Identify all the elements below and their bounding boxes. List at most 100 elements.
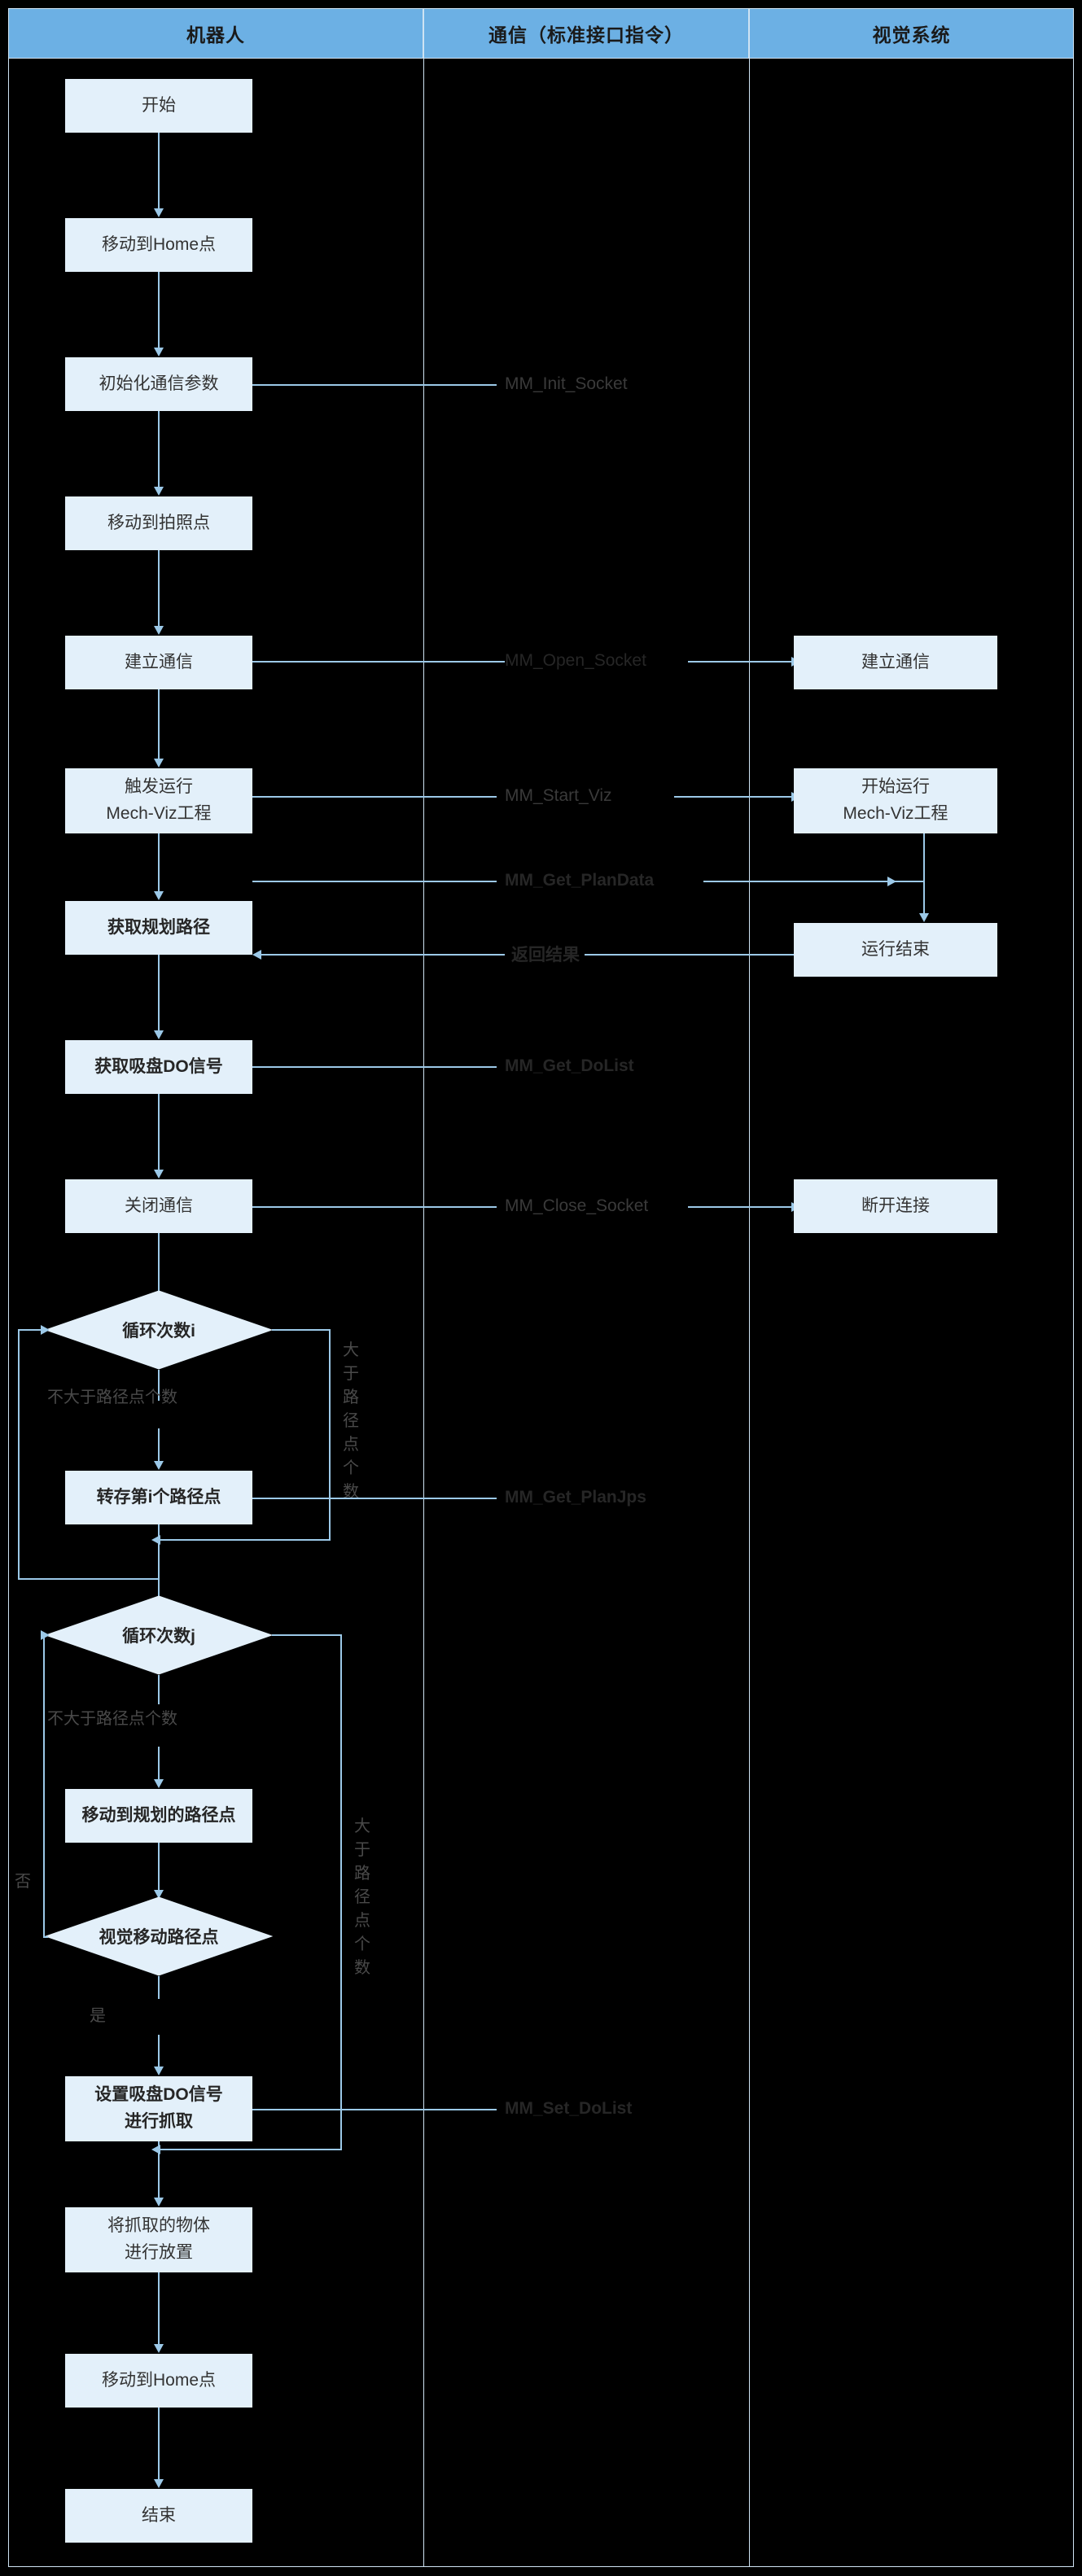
edge-loopj-false-b (158, 1747, 160, 1781)
node-vision-disconnect-label: 断开连接 (861, 1196, 930, 1215)
node-vision-run-done-label: 运行结束 (861, 939, 930, 959)
edge-init-to-photo (158, 411, 160, 488)
command-label-get-planjps: MM_Get_PlanJps (505, 1488, 646, 1507)
arrowhead-right (887, 877, 896, 886)
edge-getplan-to-getdo (158, 955, 160, 1032)
arrowhead-down (154, 1779, 164, 1788)
edge-loopj-false-a (158, 1675, 160, 1704)
node-move-home-1[interactable]: 移动到Home点 (65, 218, 252, 272)
link-return-result-right (585, 954, 798, 956)
arrowhead-right (41, 1630, 50, 1640)
link-start-viz-right (674, 796, 794, 798)
node-vision-disconnect[interactable]: 断开连接 (794, 1179, 997, 1233)
node-start-label: 开始 (142, 95, 176, 115)
edge-movehome2-to-end (158, 2408, 160, 2482)
node-vision-run-done[interactable]: 运行结束 (794, 923, 997, 977)
node-set-do-line1: 设置吸盘DO信号 (94, 2085, 223, 2105)
edge-loopi-false-a (158, 1370, 160, 1401)
node-set-do[interactable]: 设置吸盘DO信号 进行抓取 (65, 2076, 252, 2141)
node-open-comm-label: 建立通信 (125, 652, 193, 671)
edge-movehome1-to-init (158, 272, 160, 349)
arrowhead-left (151, 2145, 160, 2154)
node-open-comm[interactable]: 建立通信 (65, 636, 252, 689)
command-label-get-plandata: MM_Get_PlanData (505, 871, 655, 890)
node-move-point[interactable]: 移动到规划的路径点 (65, 1789, 252, 1843)
edge-label-loop-j-false: 不大于路径点个数 (47, 1710, 177, 1728)
link-init-comm-command (252, 384, 497, 386)
node-vision-start-viz-line1: 开始运行 (861, 777, 930, 797)
arrowhead-down (154, 1461, 164, 1470)
node-save-point[interactable]: 转存第i个路径点 (65, 1471, 252, 1524)
edge-getdo-to-closecomm (158, 1094, 160, 1171)
node-close-comm[interactable]: 关闭通信 (65, 1179, 252, 1233)
arrowhead-down (154, 208, 164, 217)
lane-border-right (1073, 59, 1074, 2567)
arrowhead-left (151, 1535, 160, 1545)
edge-setdo-to-place (158, 2141, 160, 2203)
node-place[interactable]: 将抓取的物体 进行放置 (65, 2207, 252, 2272)
edge-photo-to-opencomm (158, 550, 160, 628)
node-move-home-2[interactable]: 移动到Home点 (65, 2354, 252, 2408)
lane-title-robot: 机器人 (186, 24, 245, 46)
arrowhead-down (154, 1030, 164, 1039)
arrowhead-down (154, 626, 164, 635)
link-close-socket-right (688, 1206, 794, 1208)
edge-visionpoint-yes-b (158, 2035, 160, 2069)
link-get-dolist (252, 1066, 497, 1068)
arrowhead-down (154, 891, 164, 900)
edge-trigger-to-getplan (158, 833, 160, 893)
node-move-photo-label: 移动到拍照点 (107, 513, 210, 532)
edge-loopj-true-h (272, 1634, 342, 1636)
node-vision-start-viz[interactable]: 开始运行 Mech-Viz工程 (794, 768, 997, 833)
node-place-line1: 将抓取的物体 (107, 2216, 210, 2236)
lane-header-robot: 机器人 (8, 8, 423, 59)
node-close-comm-label: 关闭通信 (125, 1196, 193, 1215)
edge-label-loop-j-true: 大于路径点个数 (354, 1817, 370, 1977)
lane-border-left (8, 59, 9, 2567)
node-move-home-2-label: 移动到Home点 (101, 2370, 217, 2390)
command-label-init-socket: MM_Init_Socket (505, 374, 628, 393)
node-end[interactable]: 结束 (65, 2489, 252, 2543)
edge-visionpoint-yes-a (158, 1976, 160, 1999)
node-loop-i[interactable]: 循环次数i (45, 1290, 273, 1370)
edge-label-loop-i-false: 不大于路径点个数 (47, 1389, 177, 1406)
arrowhead-down (154, 759, 164, 768)
lane-title-vision: 视觉系统 (872, 24, 951, 46)
command-label-close-socket: MM_Close_Socket (505, 1196, 649, 1215)
node-vision-start-viz-line2: Mech-Viz工程 (843, 804, 948, 823)
node-init-comm[interactable]: 初始化通信参数 (65, 357, 252, 411)
edge-loopj-true-v (340, 1634, 342, 2150)
command-label-return-result: 返回结果 (511, 946, 580, 964)
command-label-get-dolist: MM_Get_DoList (505, 1056, 634, 1075)
arrowhead-left (252, 950, 261, 960)
command-label-open-socket: MM_Open_Socket (505, 651, 646, 670)
node-vision-point[interactable]: 视觉移动路径点 (45, 1896, 273, 1976)
node-start[interactable]: 开始 (65, 79, 252, 133)
diamond-shape-loop-j (45, 1595, 273, 1675)
node-vision-open-comm[interactable]: 建立通信 (794, 636, 997, 689)
node-get-plan[interactable]: 获取规划路径 (65, 901, 252, 955)
command-label-set-dolist: MM_Set_DoList (505, 2099, 633, 2118)
link-set-dolist (252, 2109, 497, 2110)
arrowhead-down (154, 1170, 164, 1179)
node-loop-j[interactable]: 循环次数j (45, 1595, 273, 1675)
node-get-do[interactable]: 获取吸盘DO信号 (65, 1040, 252, 1094)
node-trigger-viz[interactable]: 触发运行 Mech-Viz工程 (65, 768, 252, 833)
command-label-start-viz: MM_Start_Viz (505, 786, 612, 805)
node-place-line2: 进行放置 (125, 2243, 193, 2262)
edge-label-vision-no: 否 (15, 1873, 31, 1891)
edge-opencomm-to-trigger (158, 689, 160, 760)
arrowhead-down (154, 2198, 164, 2206)
node-move-photo[interactable]: 移动到拍照点 (65, 496, 252, 550)
edge-place-to-movehome2 (158, 2272, 160, 2347)
node-end-label: 结束 (142, 2505, 176, 2525)
link-get-plandata-right (703, 881, 923, 882)
edge-to-loopj (158, 1539, 160, 1604)
diamond-shape-loop-i (45, 1290, 273, 1370)
node-save-point-label: 转存第i个路径点 (96, 1487, 221, 1507)
arrowhead-down (154, 1890, 164, 1899)
edge-loopi-true-h (272, 1329, 331, 1331)
edge-loopi-back-in (18, 1329, 47, 1331)
edge-start-to-movehome1 (158, 133, 160, 210)
